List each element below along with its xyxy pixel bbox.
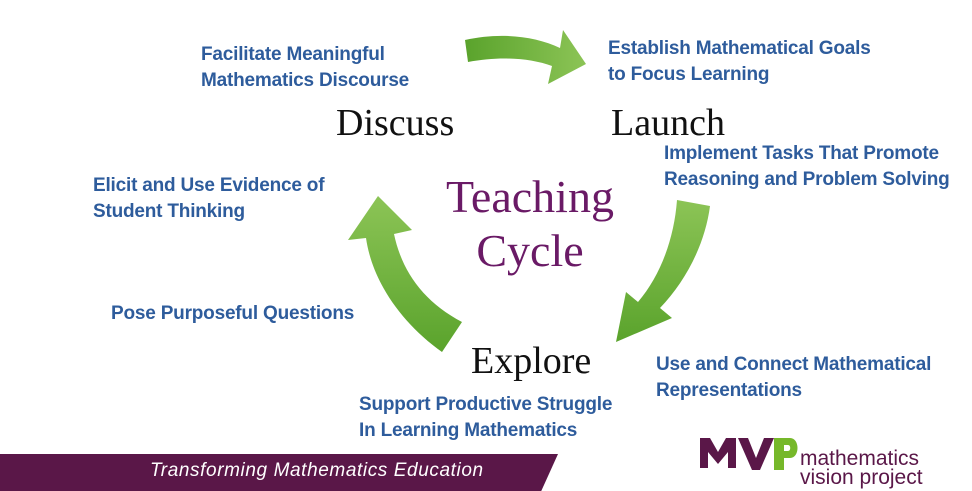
- practice-evidence: Elicit and Use Evidence of Student Think…: [93, 173, 325, 225]
- practice-goals-line2: to Focus Learning: [608, 64, 770, 85]
- practice-questions-line1: Pose Purposeful Questions: [111, 303, 355, 324]
- stage-discuss: Discuss: [336, 102, 455, 144]
- center-title-line1: Teaching: [446, 171, 614, 222]
- practice-representations-line1: Use and Connect Mathematical: [656, 354, 932, 375]
- practice-representations: Use and Connect Mathematical Representat…: [656, 352, 931, 404]
- practice-goals-line1: Establish Mathematical Goals: [608, 38, 871, 59]
- practice-tasks-line2: Reasoning and Problem Solving: [664, 169, 950, 190]
- arrow-explore-to-discuss: [348, 196, 462, 352]
- arrow-launch-to-explore: [616, 200, 710, 342]
- banner-text: Transforming Mathematics Education: [150, 460, 484, 481]
- practice-tasks-line1: Implement Tasks That Promote: [664, 143, 939, 164]
- practice-representations-line2: Representations: [656, 380, 802, 401]
- arrow-discuss-to-launch: [465, 30, 586, 84]
- stage-explore: Explore: [471, 340, 592, 382]
- practice-tasks: Implement Tasks That Promote Reasoning a…: [664, 141, 950, 193]
- practice-questions: Pose Purposeful Questions: [111, 301, 354, 327]
- practice-evidence-line2: Student Thinking: [93, 201, 245, 222]
- logo-text: mathematics vision project: [800, 447, 923, 489]
- center-title-line2: Cycle: [476, 225, 584, 276]
- stage-launch: Launch: [611, 102, 725, 144]
- practice-struggle: Support Productive Struggle In Learning …: [359, 392, 612, 444]
- logo-line1: mathematics: [800, 447, 920, 470]
- practice-discourse-line2: Mathematics Discourse: [201, 70, 410, 91]
- practice-evidence-line1: Elicit and Use Evidence of: [93, 175, 325, 196]
- mvp-logo-icon: [700, 438, 798, 470]
- center-title: Teaching Cycle: [420, 170, 640, 278]
- practice-goals: Establish Mathematical Goals to Focus Le…: [608, 36, 871, 88]
- footer-banner: Transforming Mathematics Education: [0, 454, 558, 491]
- practice-discourse: Facilitate Meaningful Mathematics Discou…: [201, 42, 409, 94]
- practice-discourse-line1: Facilitate Meaningful: [201, 44, 385, 65]
- logo-line2: vision project: [800, 466, 923, 489]
- practice-struggle-line2: In Learning Mathematics: [359, 420, 578, 441]
- practice-struggle-line1: Support Productive Struggle: [359, 394, 613, 415]
